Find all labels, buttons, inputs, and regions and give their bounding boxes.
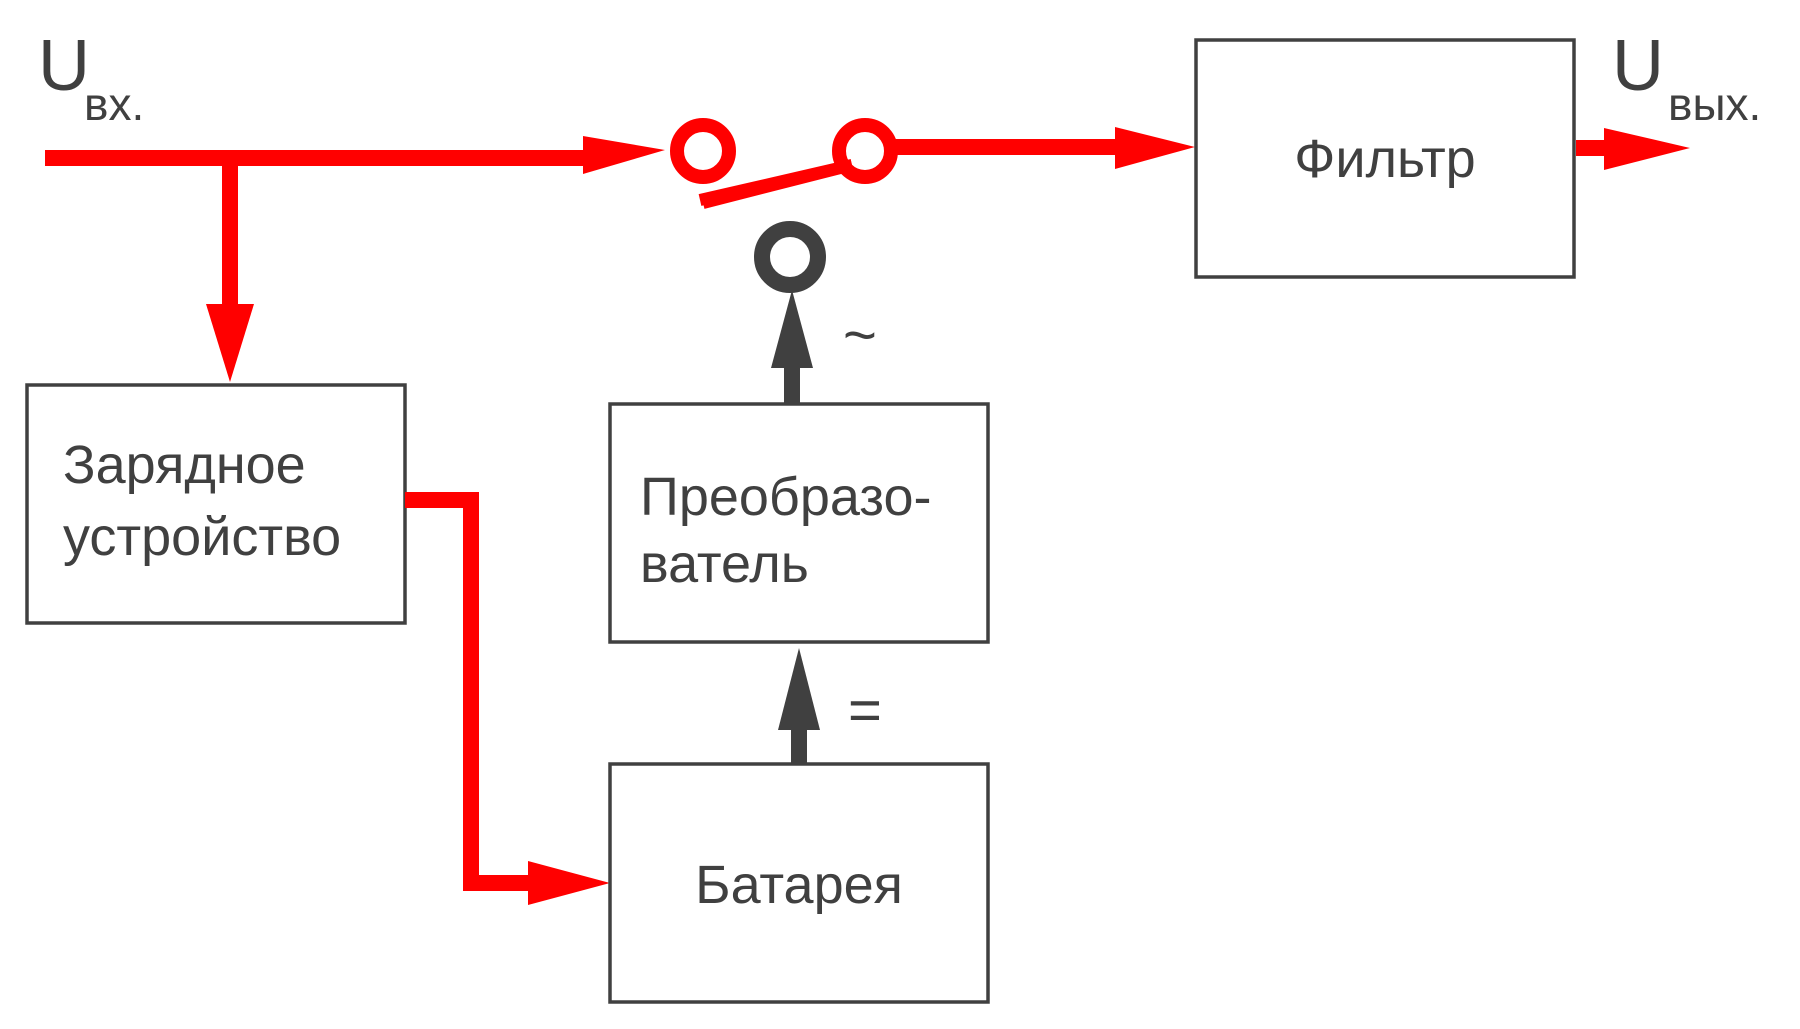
dc-symbol: = — [848, 678, 882, 743]
transfer-switch — [670, 118, 898, 293]
charger-feed-arrow — [206, 158, 254, 382]
converter-label-line2: ватель — [640, 534, 809, 594]
output-voltage-symbol: U — [1612, 26, 1664, 106]
converter-to-switch-arrow — [771, 290, 813, 404]
output-arrow — [1576, 128, 1690, 170]
switch-to-filter-arrow — [891, 127, 1195, 169]
output-voltage-subscript: вых. — [1668, 78, 1761, 130]
converter-box — [608, 402, 990, 644]
charger-box — [25, 383, 407, 625]
input-line — [45, 136, 665, 174]
filter-label: Фильтр — [1294, 129, 1475, 189]
battery-to-converter-arrow — [778, 648, 820, 764]
battery-label: Батарея — [695, 855, 903, 915]
charger-to-battery-arrow — [405, 492, 610, 905]
switch-contact-input — [670, 118, 736, 184]
input-voltage-subscript: вх. — [84, 78, 144, 130]
charger-label-line2: устройство — [63, 507, 341, 567]
filter-box — [1194, 38, 1576, 279]
ac-symbol: ~ — [843, 303, 877, 368]
switch-contact-backup — [754, 221, 826, 293]
input-voltage-symbol: U — [38, 26, 90, 106]
battery-box — [608, 762, 990, 1004]
charger-label-line1: Зарядное — [63, 435, 306, 495]
converter-label-line1: Преобразо- — [640, 467, 931, 527]
